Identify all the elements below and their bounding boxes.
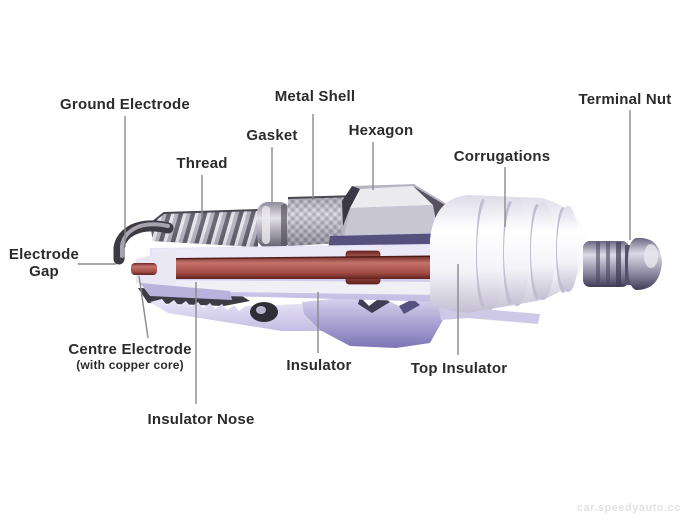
label-electrode-gap: Electrode Gap <box>3 246 85 280</box>
label-terminal-nut: Terminal Nut <box>578 91 672 108</box>
label-hexagon: Hexagon <box>348 122 414 139</box>
label-insulator: Insulator <box>286 357 352 374</box>
label-centre-electrode-main: Centre Electrode <box>68 341 192 358</box>
label-electrode-gap-line1: Electrode <box>8 246 80 263</box>
label-top-insulator: Top Insulator <box>410 360 508 377</box>
watermark: car.speedyauto.cc <box>577 502 681 514</box>
leader-lines <box>78 110 631 404</box>
label-centre-electrode: Centre Electrode (with copper core) <box>40 341 220 372</box>
label-insulator-nose: Insulator Nose <box>147 411 255 428</box>
gasket-part <box>257 202 291 248</box>
ground-electrode-part <box>113 220 174 265</box>
leader-line-centre-electrode <box>138 275 149 339</box>
terminal-nut-part <box>583 237 662 290</box>
label-centre-electrode-note: (with copper core) <box>76 358 184 372</box>
corrugations-part <box>430 195 587 313</box>
label-corrugations: Corrugations <box>453 148 551 165</box>
label-electrode-gap-line2: Gap <box>29 263 59 280</box>
centre-electrode-part <box>131 244 461 302</box>
label-thread: Thread <box>176 155 228 172</box>
thread-part <box>149 209 259 247</box>
label-ground-electrode: Ground Electrode <box>60 96 190 113</box>
label-metal-shell: Metal Shell <box>274 88 356 105</box>
label-gasket: Gasket <box>246 127 298 144</box>
